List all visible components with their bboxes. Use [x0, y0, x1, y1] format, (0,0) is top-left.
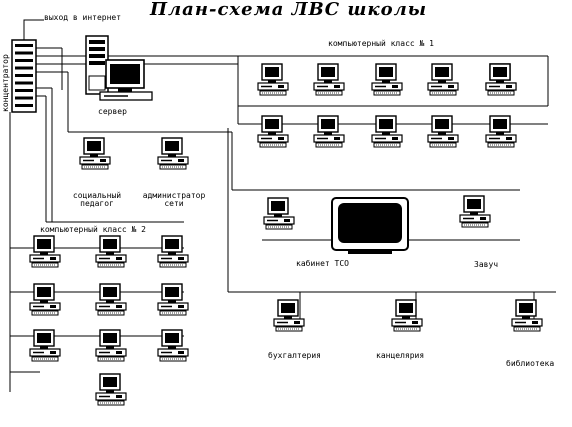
- hub-label: концентратор: [1, 54, 10, 112]
- deputy-label: Завуч: [474, 260, 499, 269]
- lab1-label: компьютерный класс № 1: [328, 39, 434, 48]
- server-icon: [85, 35, 109, 95]
- net-admin-label: администратор сети: [142, 191, 206, 208]
- lab2-computer-icon: [95, 283, 127, 316]
- lab1-computer-icon: [371, 115, 403, 148]
- lab1-computer-icon: [257, 63, 289, 96]
- diagram-title: План-схема ЛВС школы: [150, 0, 428, 20]
- server-label: сервер: [98, 107, 127, 116]
- lab1-computer-icon: [371, 63, 403, 96]
- lab2-computer-icon: [29, 283, 61, 316]
- lab2-label: компьютерный класс № 2: [40, 225, 146, 234]
- accounting-label: бухгалтерия: [268, 351, 321, 360]
- lab2-computer-icon: [157, 329, 189, 362]
- lab2-computer-icon: [29, 329, 61, 362]
- lab2-computer-icon: [95, 329, 127, 362]
- internet-label: выход в интернет: [44, 13, 122, 22]
- tv-icon: [331, 197, 409, 254]
- deputy-computer-icon: [459, 195, 491, 228]
- lab1-computer-icon: [485, 63, 517, 96]
- library-computer-icon: [511, 299, 543, 332]
- lab1-computer-icon: [313, 115, 345, 148]
- tso-computer-icon: [263, 197, 295, 230]
- office-computer-icon: [391, 299, 423, 332]
- lab2-computer-icon: [157, 283, 189, 316]
- accounting-computer-icon: [273, 299, 305, 332]
- hub-icon: [11, 39, 37, 113]
- network-nodes: [11, 35, 543, 406]
- lab1-computer-icon: [257, 115, 289, 148]
- lab2-computer-icon: [29, 235, 61, 268]
- net-admin-computer-icon: [157, 137, 189, 170]
- lab2-computer-icon: [95, 235, 127, 268]
- lab1-computer-icon: [485, 115, 517, 148]
- tso-cabinet-label: кабинет ТСО: [296, 259, 349, 268]
- social-pedagogue-computer-icon: [79, 137, 111, 170]
- lab1-computer-icon: [427, 63, 459, 96]
- server-workstation-icon: [99, 59, 153, 101]
- lab1-computer-icon: [427, 115, 459, 148]
- social-pedagogue-label: социальный педагог: [72, 191, 122, 208]
- office-label: канцелярия: [376, 351, 425, 360]
- lab2-computer-icon: [95, 373, 127, 406]
- lab2-computer-icon: [157, 235, 189, 268]
- library-label: библиотека: [506, 359, 555, 368]
- lab1-computer-icon: [313, 63, 345, 96]
